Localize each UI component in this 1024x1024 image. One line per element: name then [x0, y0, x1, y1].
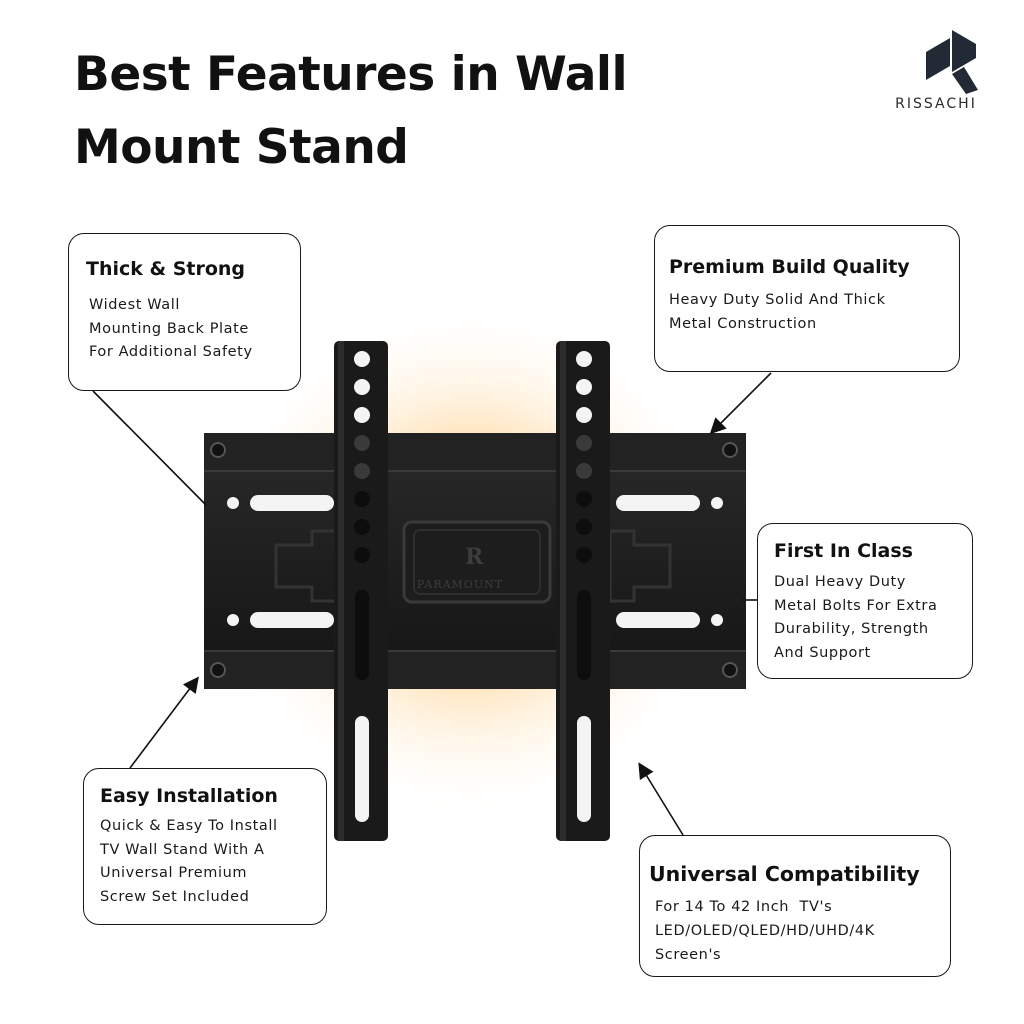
callout-line: For 14 To 42 Inch TV's — [655, 899, 833, 915]
callout-line: Metal Bolts For Extra — [774, 597, 938, 614]
callout-line: Heavy Duty Solid And Thick — [669, 292, 886, 308]
page-title-line-1: Best Features in Wall — [74, 47, 628, 102]
callout-line: And Support — [774, 644, 871, 661]
page-title: Best Features in Wall Mount Stand — [74, 38, 794, 184]
callout-title: Easy Installation — [100, 785, 278, 807]
callout-text: Widest Wall Mounting Back Plate For Addi… — [86, 294, 300, 365]
brand-logo: RISSACHI — [872, 22, 1000, 122]
callout-title: Thick & Strong — [86, 258, 246, 280]
callout-line: Quick & Easy To Install — [100, 818, 278, 834]
callout-premium-build-quality: Premium Build Quality Heavy Duty Solid A… — [654, 225, 960, 372]
callout-text: Heavy Duty Solid And Thick Metal Constru… — [669, 289, 959, 336]
callout-title: Premium Build Quality — [669, 256, 910, 278]
callout-line: Dual Heavy Duty — [774, 574, 906, 590]
callout-text: Quick & Easy To Install TV Wall Stand Wi… — [100, 815, 326, 909]
callout-easy-installation: Easy Installation Quick & Easy To Instal… — [83, 768, 327, 925]
right-vertical-arm — [556, 341, 610, 841]
callout-title: Universal Compatibility — [649, 862, 920, 886]
engraving-text: PARAMOUNT — [417, 578, 503, 591]
callout-line: Durability, Strength — [774, 621, 929, 637]
back-plate: R PARAMOUNT — [204, 433, 746, 689]
page-title-line-2: Mount Stand — [74, 120, 409, 175]
callout-text: For 14 To 42 Inch TV's LED/OLED/QLED/HD/… — [649, 895, 950, 967]
callout-title: First In Class — [774, 540, 913, 562]
brand-name: RISSACHI — [895, 96, 977, 112]
callout-line: LED/OLED/QLED/HD/UHD/4K — [655, 923, 875, 939]
rissachi-r-logo-icon — [926, 30, 978, 94]
callout-universal-compatibility: Universal Compatibility For 14 To 42 Inc… — [639, 835, 951, 977]
callout-line: Mounting Back Plate — [89, 320, 249, 337]
callout-line: For Additional Safety — [89, 344, 253, 360]
left-vertical-arm — [334, 341, 388, 841]
callout-thick-strong: Thick & Strong Widest Wall Mounting Back… — [68, 233, 301, 391]
callout-line: Widest Wall — [89, 297, 180, 313]
callout-first-in-class: First In Class Dual Heavy Duty Metal Bol… — [757, 523, 973, 679]
callout-line: Metal Construction — [669, 315, 817, 332]
svg-text:R: R — [465, 544, 484, 570]
callout-line: Screen's — [655, 947, 722, 963]
callout-line: Screw Set Included — [100, 888, 250, 905]
callout-line: TV Wall Stand With A — [100, 841, 265, 858]
callout-line: Universal Premium — [100, 865, 248, 881]
callout-text: Dual Heavy Duty Metal Bolts For Extra Du… — [774, 571, 972, 665]
